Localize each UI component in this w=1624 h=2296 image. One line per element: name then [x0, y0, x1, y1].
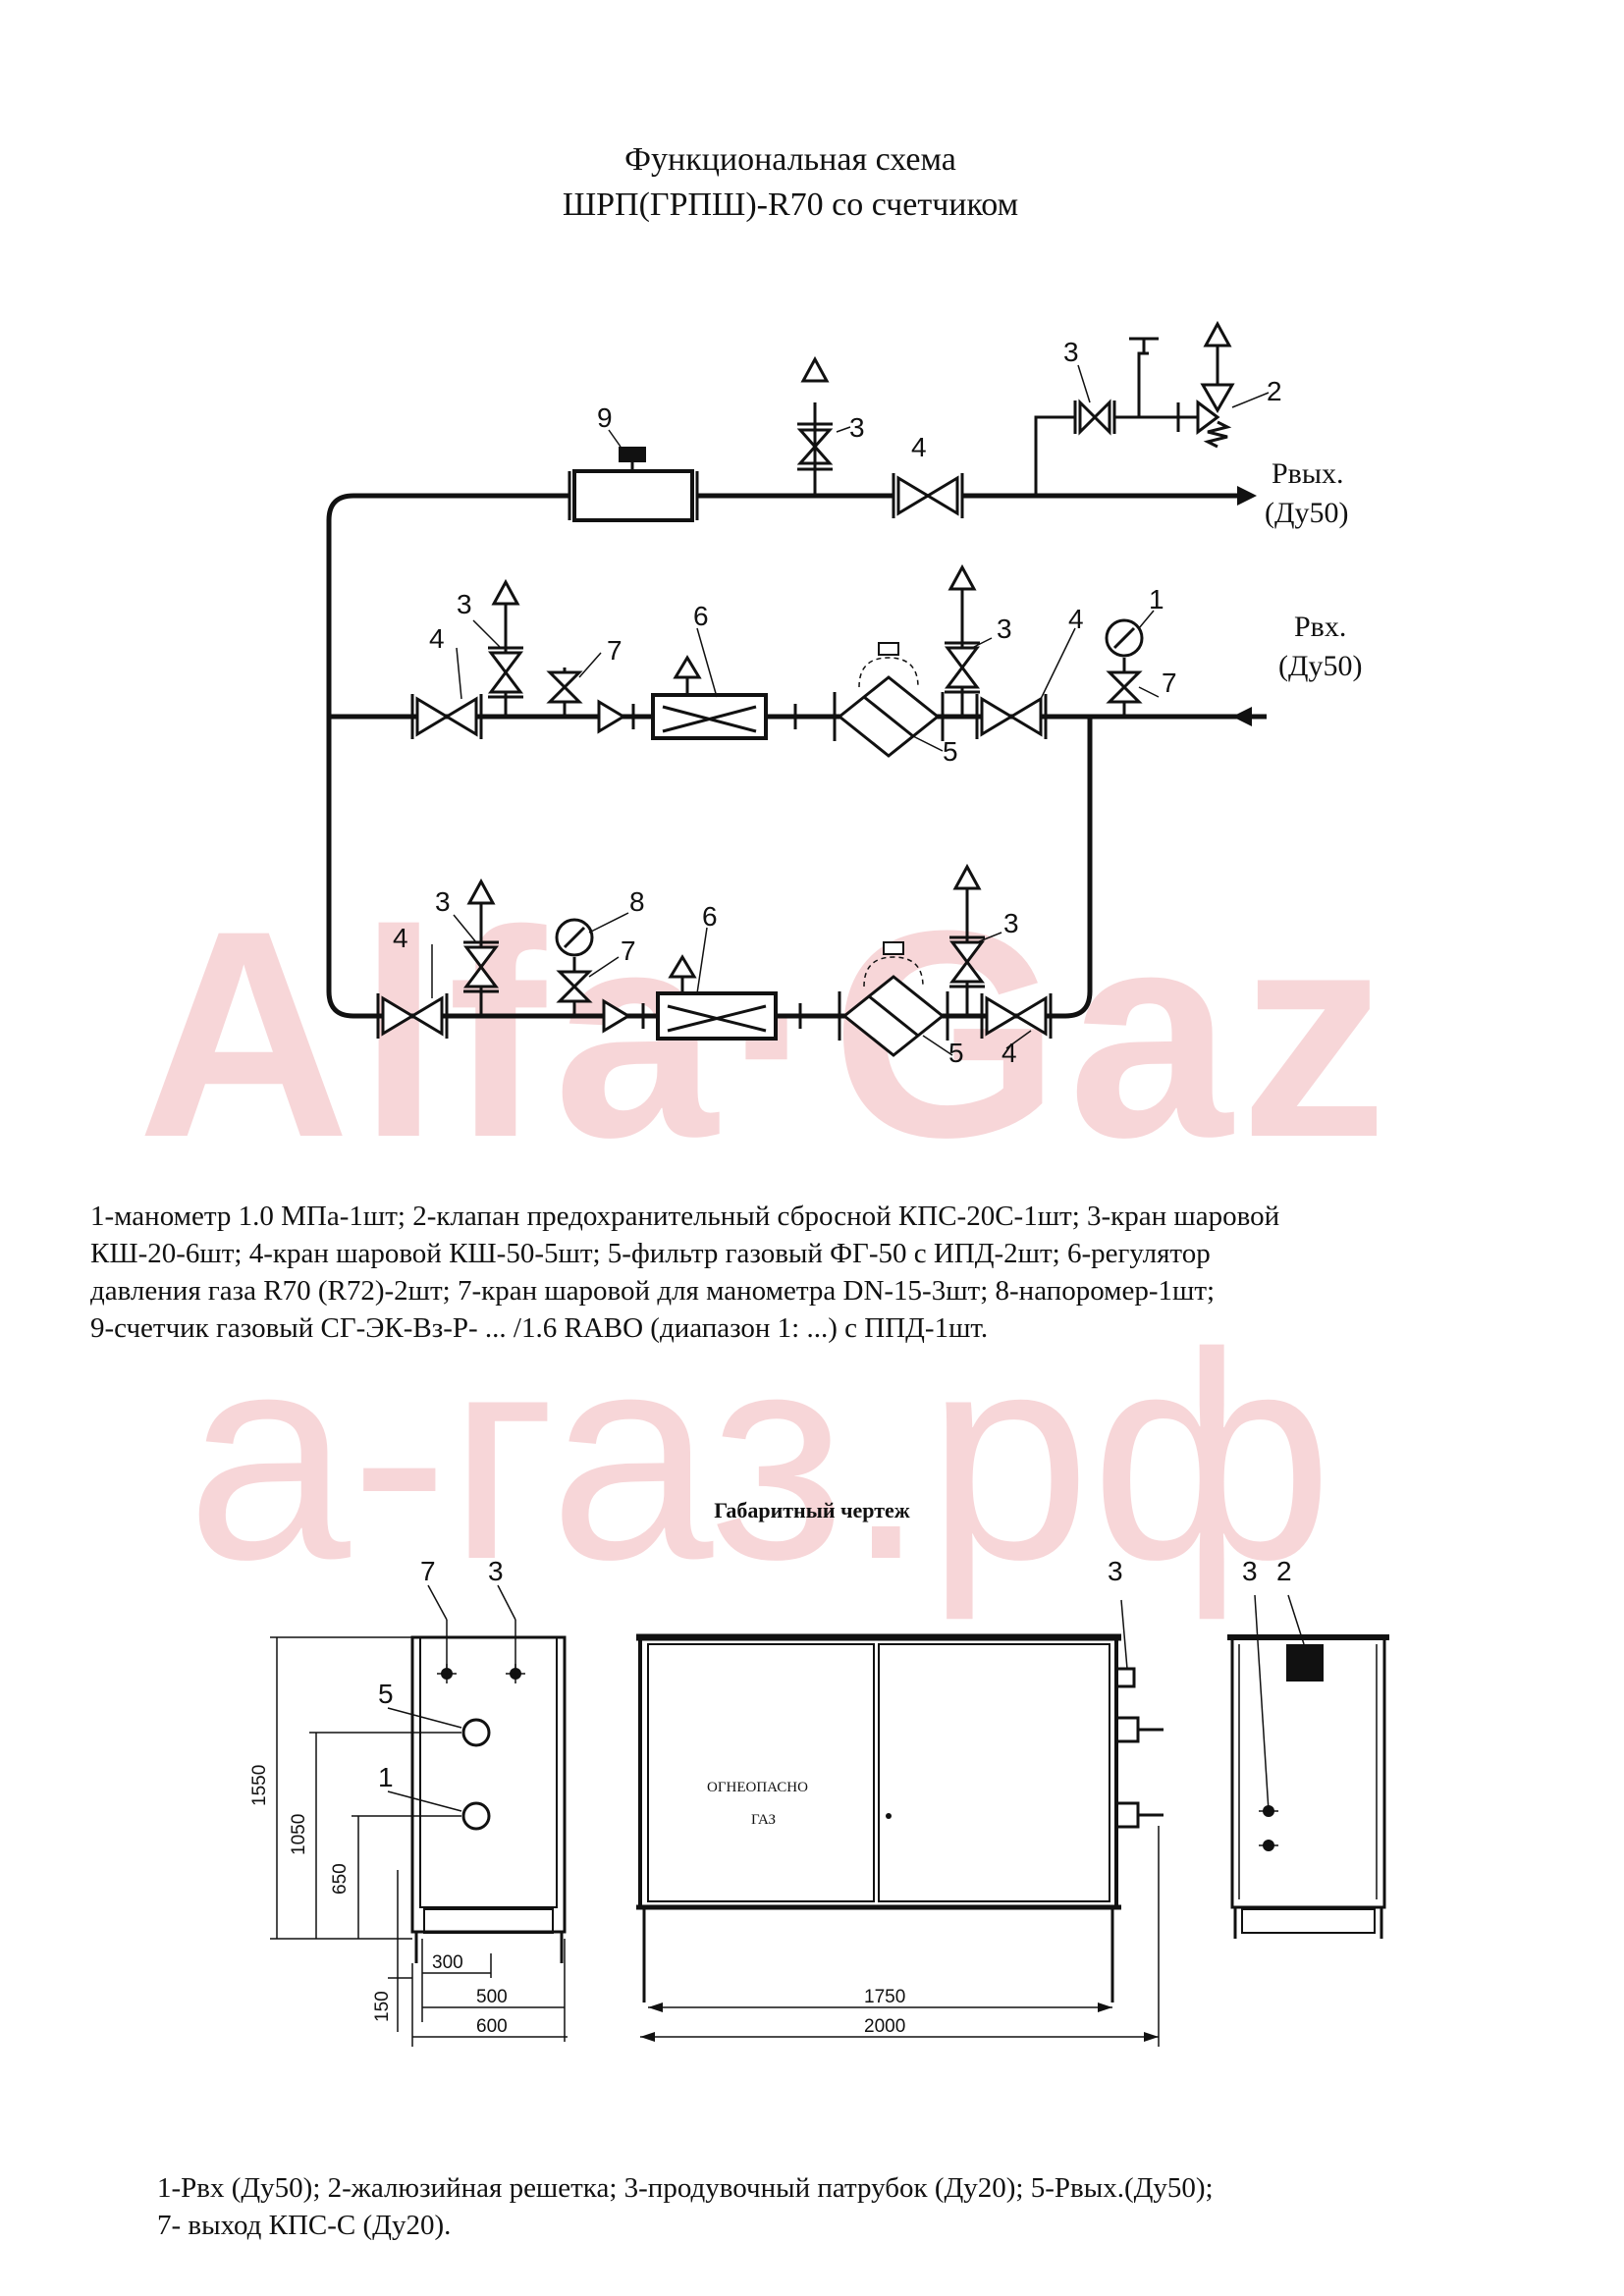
label-5-bottom: 5: [948, 1038, 964, 1068]
callout-2: 2: [1276, 1556, 1292, 1586]
scheme-legend-line: 9-счетчик газовый СГ-ЭК-Вз-Р- ... /1.6 R…: [90, 1312, 989, 1344]
label-1: 1: [1149, 584, 1164, 614]
dim-2000: 2000: [864, 2016, 905, 2037]
dim-600: 600: [476, 2016, 508, 2037]
label-7-right: 7: [1162, 667, 1177, 698]
functional-scheme: 9 3 4 3 2 4 3 7 6 5 3 4 1 7 4 3 8 7 6 5 …: [326, 320, 1362, 1068]
label-6-mid: 6: [693, 601, 709, 631]
drawing-legend: 1-Рвх (Ду50); 2-жалюзийная решетка; 3-пр…: [157, 2169, 1532, 2244]
label-2: 2: [1267, 376, 1282, 406]
page-title-line2: ШРП(ГРПШ)-R70 со счетчиком: [562, 187, 1019, 223]
label-4-bottom-left: 4: [393, 923, 408, 953]
label-4-bottom-right: 4: [1001, 1038, 1017, 1068]
label-5-mid: 5: [943, 736, 958, 767]
label-7-bottom: 7: [621, 935, 636, 966]
callout-3-left: 3: [488, 1556, 504, 1586]
label-4-top: 4: [911, 432, 927, 462]
label-4-mid-right: 4: [1068, 604, 1084, 634]
label-3-bottom-left: 3: [435, 886, 451, 917]
door-warning-1: ОГНЕОПАСНО: [707, 1780, 808, 1795]
callout-1: 1: [378, 1762, 394, 1792]
label-3-mid-right: 3: [997, 614, 1012, 644]
regulator-bottom: [656, 991, 778, 1041]
label-3-relief: 3: [1063, 337, 1079, 367]
dim-1750: 1750: [864, 1987, 905, 2007]
label-8: 8: [629, 886, 645, 917]
dim-500: 500: [476, 1987, 508, 2007]
callout-3-front: 3: [1108, 1556, 1123, 1586]
drawing-legend-line: 1-Рвх (Ду50); 2-жалюзийная решетка; 3-пр…: [157, 2172, 1214, 2204]
label-3-bottom-right: 3: [1003, 908, 1019, 938]
callout-5: 5: [378, 1679, 394, 1709]
gas-meter: [572, 469, 694, 522]
drawing-legend-line: 7- выход КПС-С (Ду20).: [157, 2210, 452, 2241]
callout-3-right: 3: [1242, 1556, 1258, 1586]
label-7-mid: 7: [607, 635, 623, 666]
dim-1550: 1550: [249, 1765, 270, 1806]
dim-1050: 1050: [289, 1814, 309, 1855]
inlet-label: Рвх.: [1294, 611, 1346, 643]
regulator-mid: [651, 693, 768, 740]
dim-650: 650: [330, 1863, 351, 1895]
label-3-mid-left: 3: [457, 589, 472, 619]
page-title-line1: Функциональная схема: [624, 141, 956, 178]
dim-300: 300: [432, 1952, 463, 1973]
door-warning-2: ГАЗ: [751, 1812, 776, 1828]
scheme-legend-line: давления газа R70 (R72)-2шт; 7-кран шаро…: [90, 1275, 1216, 1307]
outlet-dn-label: (Ду50): [1265, 497, 1348, 529]
dimension-drawing-title: Габаритный чертеж: [714, 1498, 910, 1522]
inlet-dn-label: (Ду50): [1278, 650, 1362, 682]
callout-7: 7: [420, 1556, 436, 1586]
scheme-legend: 1-манометр 1.0 МПа-1шт; 2-клапан предохр…: [90, 1198, 1543, 1347]
label-3-top: 3: [849, 412, 865, 443]
scheme-legend-line: КШ-20-6шт; 4-кран шаровой КШ-50-5шт; 5-ф…: [90, 1238, 1211, 1269]
scheme-legend-line: 1-манометр 1.0 МПа-1шт; 2-клапан предохр…: [90, 1201, 1280, 1232]
dim-150: 150: [372, 1991, 393, 2022]
label-9: 9: [597, 402, 613, 433]
louver-grille: [1286, 1644, 1324, 1682]
label-4-mid-left: 4: [429, 623, 445, 654]
outlet-label: Рвых.: [1272, 457, 1344, 490]
label-6-bottom: 6: [702, 901, 718, 932]
